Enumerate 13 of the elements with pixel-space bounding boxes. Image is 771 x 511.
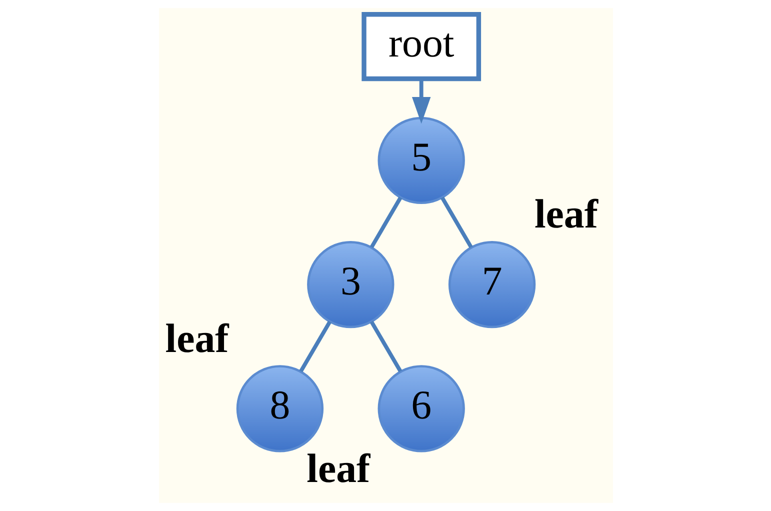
node-circle: 3 (306, 240, 394, 328)
node-label: leaf (164, 316, 228, 361)
connector (440, 196, 472, 248)
node-circle: 7 (448, 240, 536, 328)
connector (369, 320, 402, 372)
node-circle: 6 (377, 365, 464, 452)
connector (369, 196, 402, 248)
arrow (411, 79, 430, 124)
node-label: leaf (534, 192, 598, 237)
connector (298, 320, 332, 372)
node-box: root (361, 12, 481, 82)
node-circle: 5 (377, 116, 464, 204)
node-circle: 8 (236, 365, 324, 452)
